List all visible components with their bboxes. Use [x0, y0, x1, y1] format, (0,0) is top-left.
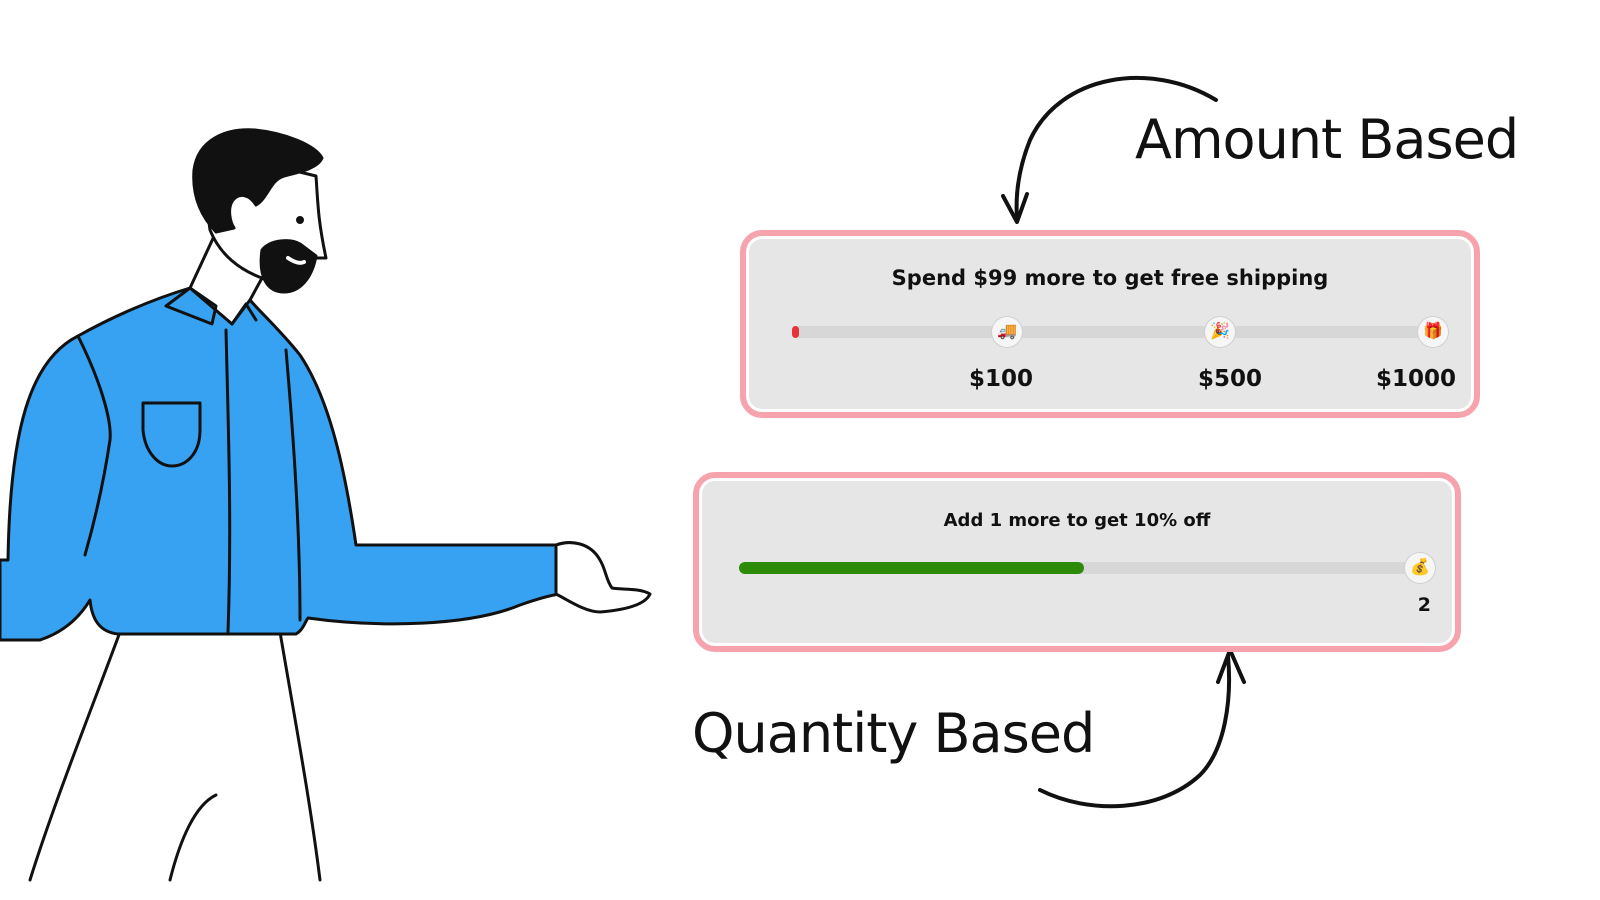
- hair: [192, 128, 324, 234]
- eye: [296, 216, 304, 224]
- delivery-truck-icon: 🚚: [992, 317, 1022, 347]
- quantity-progress-message: Add 1 more to get 10% off: [943, 510, 1211, 531]
- neck: [188, 230, 264, 302]
- quantity-progress-card: Add 1 more to get 10% off 💰 2: [693, 472, 1461, 652]
- shirt-pocket: [141, 401, 202, 468]
- quantity-progress-fill: [739, 562, 1084, 574]
- shirt: [0, 286, 562, 642]
- milestone-label-100: $100: [968, 366, 1033, 392]
- trousers: [28, 630, 322, 882]
- amount-progress-fill: [792, 326, 799, 338]
- hand: [554, 541, 652, 614]
- milestone-label-1000: $1000: [1375, 366, 1457, 392]
- money-bag-icon: 💰: [1405, 553, 1435, 583]
- amount-progress-card: Spend $99 more to get free shipping 🚚 🎉 …: [740, 230, 1480, 418]
- arrow-to-amount-bar: [1001, 75, 1218, 224]
- amount-progress-track: [792, 326, 1442, 338]
- gift-icon: 🎁: [1418, 317, 1448, 347]
- amount-progress-message: Spend $99 more to get free shipping: [891, 266, 1329, 290]
- beard: [259, 239, 318, 294]
- party-popper-icon: 🎉: [1205, 317, 1235, 347]
- quantity-progress-track: [739, 562, 1429, 574]
- amount-based-label: Amount Based: [1135, 108, 1519, 171]
- presenter-illustration: [0, 128, 652, 882]
- milestone-label-500: $500: [1197, 366, 1262, 392]
- quantity-based-label: Quantity Based: [692, 702, 1095, 765]
- quantity-target-count: 2: [1417, 594, 1431, 616]
